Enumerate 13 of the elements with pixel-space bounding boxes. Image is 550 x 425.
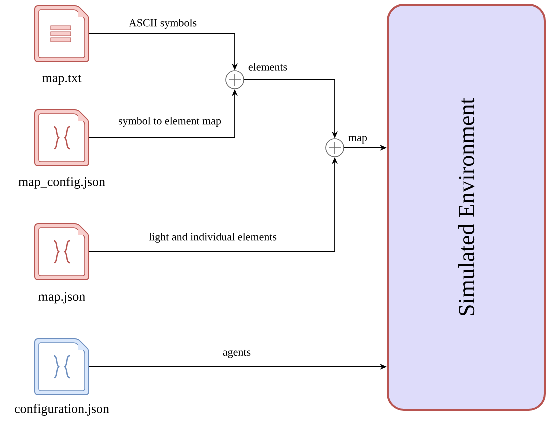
environment-box: Simulated Environment [387, 4, 546, 411]
edge-label: ASCII symbols [128, 18, 198, 30]
file-name: map.txt [42, 74, 82, 86]
file-name: configuration.json [15, 404, 110, 416]
plus-circle [226, 70, 244, 90]
plus-circle [326, 138, 344, 158]
edge-label: elements [247, 62, 289, 72]
edge-label: symbol to element map [118, 116, 222, 128]
file-name: map_config.json [18, 177, 106, 189]
file-name: map.json [38, 292, 86, 304]
edge-label: map [348, 135, 368, 145]
edge-label: light and individual elements [148, 232, 278, 244]
edge-label: agents [222, 348, 252, 360]
